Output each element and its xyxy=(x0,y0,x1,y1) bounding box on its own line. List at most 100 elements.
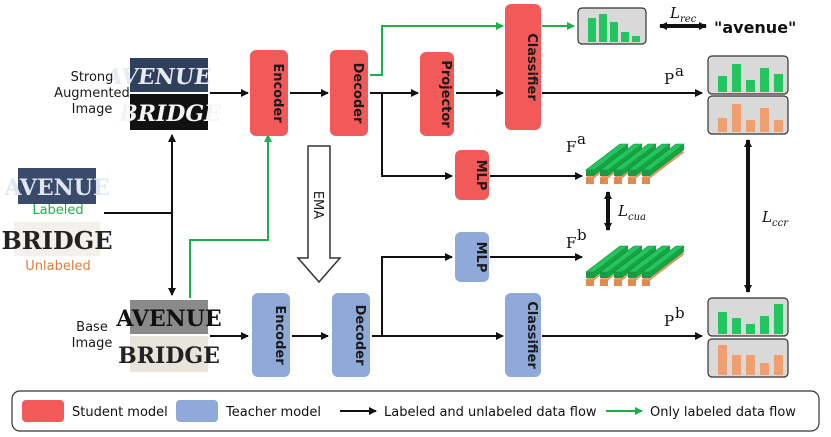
svg-text:F: F xyxy=(566,234,576,252)
decoder-to-classifier-labeled-arrow xyxy=(370,22,504,76)
feature-strip-green-front xyxy=(586,170,594,176)
teacher-decoder-block: Decoder xyxy=(332,293,370,377)
rec-bar xyxy=(632,36,640,42)
svg-text:Decoder: Decoder xyxy=(350,63,365,124)
teacher-classifier-block: Classifier xyxy=(505,293,541,377)
svg-text:ccr: ccr xyxy=(772,218,789,229)
feature-strip-green-side xyxy=(650,144,684,176)
svg-text:Strong: Strong xyxy=(71,70,114,85)
legend: Student model Teacher model Labeled and … xyxy=(11,390,820,432)
svg-text:b: b xyxy=(675,304,685,322)
feature-strip-orange-front xyxy=(628,178,636,184)
strong-bridge-word: BRIDGE xyxy=(118,101,222,127)
feature-strip-green-front xyxy=(600,170,608,176)
feature-strip-green-front xyxy=(628,170,636,176)
svg-text:rec: rec xyxy=(680,14,697,25)
feature-strip-orange-front xyxy=(642,178,650,184)
svg-text:MLP: MLP xyxy=(473,160,488,191)
unlabeled-sample-image: BRIDGE xyxy=(1,222,113,256)
svg-text:L: L xyxy=(761,208,772,226)
feature-strip-green-front xyxy=(600,272,608,278)
svg-text:a: a xyxy=(577,130,586,148)
legend-all-flow-text: Labeled and unlabeled data flow xyxy=(384,405,597,420)
svg-text:Projector: Projector xyxy=(438,60,453,128)
feature-strip-orange-front xyxy=(614,280,622,286)
unlabeled-sample-word: BRIDGE xyxy=(1,226,112,255)
rec-bar xyxy=(610,22,618,42)
ema-label: EMA xyxy=(310,191,325,219)
target-word: "avenue" xyxy=(714,18,796,37)
svg-text:b: b xyxy=(577,226,587,244)
svg-text:a: a xyxy=(675,62,684,80)
feature-strip-orange-front xyxy=(600,280,608,286)
fa-label: F a xyxy=(566,130,586,156)
pa-green-panel xyxy=(707,55,789,95)
svg-text:Image: Image xyxy=(72,336,113,351)
svg-text:MLP: MLP xyxy=(473,242,488,273)
legend-teacher-swatch xyxy=(176,400,218,422)
fb-label: F b xyxy=(566,226,587,252)
student-classifier-block: Classifier xyxy=(505,4,541,130)
feature-strip-green-front xyxy=(628,272,636,278)
svg-text:Encoder: Encoder xyxy=(272,305,287,365)
feature-strip-orange-front xyxy=(586,280,594,286)
svg-text:Image: Image xyxy=(72,102,113,117)
legend-labeled-flow-text: Only labeled data flow xyxy=(650,405,796,420)
student-encoder-block: Encoder xyxy=(250,50,288,136)
labeled-to-encoder-arrow xyxy=(189,134,272,298)
svg-text:Base: Base xyxy=(76,320,108,335)
svg-text:Augmented: Augmented xyxy=(54,86,130,101)
feature-strip-green-front xyxy=(614,170,622,176)
feature-strip-orange-front xyxy=(586,178,594,184)
svg-text:Classifier: Classifier xyxy=(524,301,539,369)
base-image: AVENUE BRIDGE xyxy=(115,300,222,372)
fa-feature-map xyxy=(585,143,685,184)
student-mlp-block: MLP xyxy=(455,150,489,200)
teacher-mlp-block: MLP xyxy=(455,232,489,282)
pb-orange-panel xyxy=(707,338,789,378)
base-bridge-word: BRIDGE xyxy=(118,343,220,369)
feature-strip-orange-front xyxy=(600,178,608,184)
legend-teacher-text: Teacher model xyxy=(225,405,321,420)
strong-avenue-word: AVENUE xyxy=(103,64,213,90)
labeled-sample-image: AVENUE xyxy=(3,168,110,204)
svg-text:F: F xyxy=(566,138,576,156)
pa-orange-panel xyxy=(707,95,789,135)
feature-strip-orange-front xyxy=(628,280,636,286)
ema-arrow: EMA xyxy=(296,145,342,284)
labeled-sample-word: AVENUE xyxy=(3,175,109,201)
feature-strip-green-front xyxy=(614,272,622,278)
svg-text:Classifier: Classifier xyxy=(524,33,539,101)
rec-prediction-panel xyxy=(577,7,647,45)
feature-strip-green-side xyxy=(650,246,684,278)
decoder-to-student-mlp-arrow xyxy=(381,93,453,180)
svg-text:L: L xyxy=(617,202,628,220)
strong-image-label: Strong Augmented Image xyxy=(54,70,130,117)
cua-loss-label: L cua xyxy=(617,202,646,223)
base-avenue-word: AVENUE xyxy=(115,306,221,332)
base-image-label: Base Image xyxy=(72,320,113,351)
fb-feature-map xyxy=(585,245,685,286)
svg-text:P: P xyxy=(664,312,674,330)
pb-green-panel xyxy=(707,297,789,337)
rec-loss-label: L rec xyxy=(669,4,697,25)
student-decoder-block: Decoder xyxy=(330,50,368,136)
rec-bar xyxy=(588,18,596,42)
unlabeled-caption: Unlabeled xyxy=(25,259,90,274)
feature-strip-orange-front xyxy=(642,280,650,286)
svg-text:P: P xyxy=(664,70,674,88)
svg-text:Decoder: Decoder xyxy=(352,305,367,366)
feature-strip-green-front xyxy=(642,170,650,176)
feature-strip-orange-front xyxy=(614,178,622,184)
teacher-decoder-to-mlp-arrow xyxy=(381,253,453,336)
pb-label: P b xyxy=(664,304,685,330)
student-projector-block: Projector xyxy=(420,52,454,136)
strong-augmented-image: AVENUE BRIDGE xyxy=(103,58,222,130)
legend-student-swatch xyxy=(22,400,64,422)
rec-bar xyxy=(621,32,629,42)
ccr-loss-label: L ccr xyxy=(761,208,789,229)
legend-student-text: Student model xyxy=(72,405,168,420)
pa-label: P a xyxy=(664,62,684,88)
labeled-caption: Labeled xyxy=(32,203,83,218)
